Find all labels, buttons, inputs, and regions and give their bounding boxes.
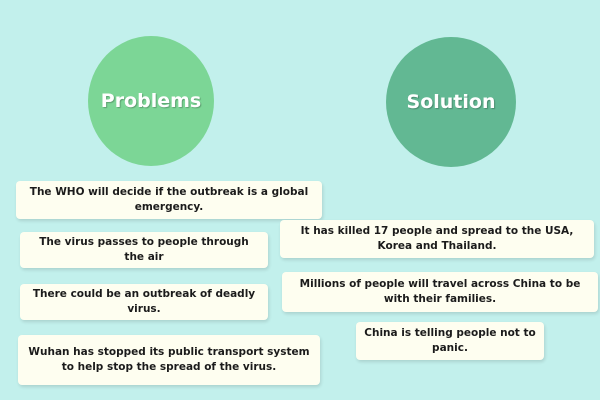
problem-card-1[interactable]: The WHO will decide if the outbreak is a… <box>16 181 322 219</box>
solution-card-3[interactable]: China is telling people not to panic. <box>356 322 544 360</box>
solution-card-1-text: It has killed 17 people and spread to th… <box>300 224 574 252</box>
solution-card-2[interactable]: Millions of people will travel across Ch… <box>282 272 598 312</box>
problem-card-2-text: The virus passes to people through the a… <box>39 235 249 263</box>
solution-card-2-text: Millions of people will travel across Ch… <box>299 277 581 305</box>
solution-heading-circle: Solution <box>386 37 516 167</box>
problems-heading-circle: Problems <box>88 36 214 166</box>
problem-card-2[interactable]: The virus passes to people through the a… <box>20 232 268 268</box>
solution-card-1[interactable]: It has killed 17 people and spread to th… <box>280 220 594 258</box>
solution-card-3-text: China is telling people not to panic. <box>364 326 536 354</box>
problem-card-3[interactable]: There could be an outbreak of deadly vir… <box>20 284 268 320</box>
problem-card-1-text: The WHO will decide if the outbreak is a… <box>29 185 309 213</box>
problem-card-3-text: There could be an outbreak of deadly vir… <box>32 287 256 315</box>
problem-card-4-text: Wuhan has stopped its public transport s… <box>28 345 310 373</box>
problem-card-4[interactable]: Wuhan has stopped its public transport s… <box>18 335 320 385</box>
